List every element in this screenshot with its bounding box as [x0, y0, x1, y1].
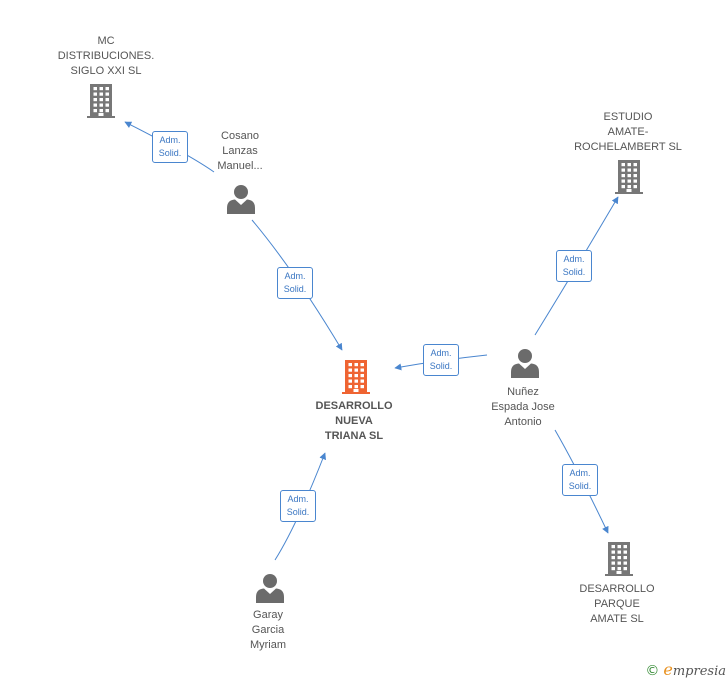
building-icon: [87, 84, 115, 118]
badge-line: Solid.: [158, 148, 182, 158]
node-label: DESARROLLO NUEVA TRIANA SL: [315, 400, 393, 442]
edge-role-badge[interactable]: Adm. Solid.: [423, 344, 459, 376]
edge-role-badge[interactable]: Adm. Solid.: [280, 490, 316, 522]
building-icon: [605, 542, 633, 576]
edge-role-badge[interactable]: Adm. Solid.: [277, 267, 313, 299]
node-label: Garay Garcia Myriam: [249, 609, 287, 651]
badge-line: Solid.: [429, 361, 453, 371]
edge-role-badge[interactable]: Adm. Solid.: [562, 464, 598, 496]
badge-line: Solid.: [562, 267, 586, 277]
badge-line: Adm.: [287, 494, 309, 504]
node-label: Cosano Lanzas Manuel...: [217, 130, 263, 172]
brand-name: mpresia: [672, 664, 726, 679]
badge-line: Adm.: [159, 135, 181, 145]
building-icon: [342, 360, 370, 394]
person-icon: [511, 349, 539, 378]
brand-initial: e: [663, 660, 673, 679]
edge-role-badge[interactable]: Adm. Solid.: [556, 250, 592, 282]
badge-line: Adm.: [569, 468, 591, 478]
badge-line: Solid.: [286, 507, 310, 517]
node-label: MC DISTRIBUCIONES. SIGLO XXI SL: [57, 35, 155, 77]
edge-role-badge[interactable]: Adm. Solid.: [152, 131, 188, 163]
building-icon: [615, 160, 643, 194]
badge-line: Adm.: [563, 254, 585, 264]
node-label: DESARROLLO PARQUE AMATE SL: [579, 583, 655, 625]
brand-logo: ©empresia: [645, 660, 726, 679]
node-label: ESTUDIO AMATE- ROCHELAMBERT SL: [574, 111, 682, 153]
person-icon: [227, 185, 255, 214]
badge-line: Adm.: [430, 348, 452, 358]
badge-line: Adm.: [284, 271, 306, 281]
copyright-icon: ©: [645, 663, 660, 679]
person-icon: [256, 574, 284, 603]
node-label: Nuñez Espada Jose Antonio: [491, 386, 555, 428]
badge-line: Solid.: [568, 481, 592, 491]
badge-line: Solid.: [283, 284, 307, 294]
